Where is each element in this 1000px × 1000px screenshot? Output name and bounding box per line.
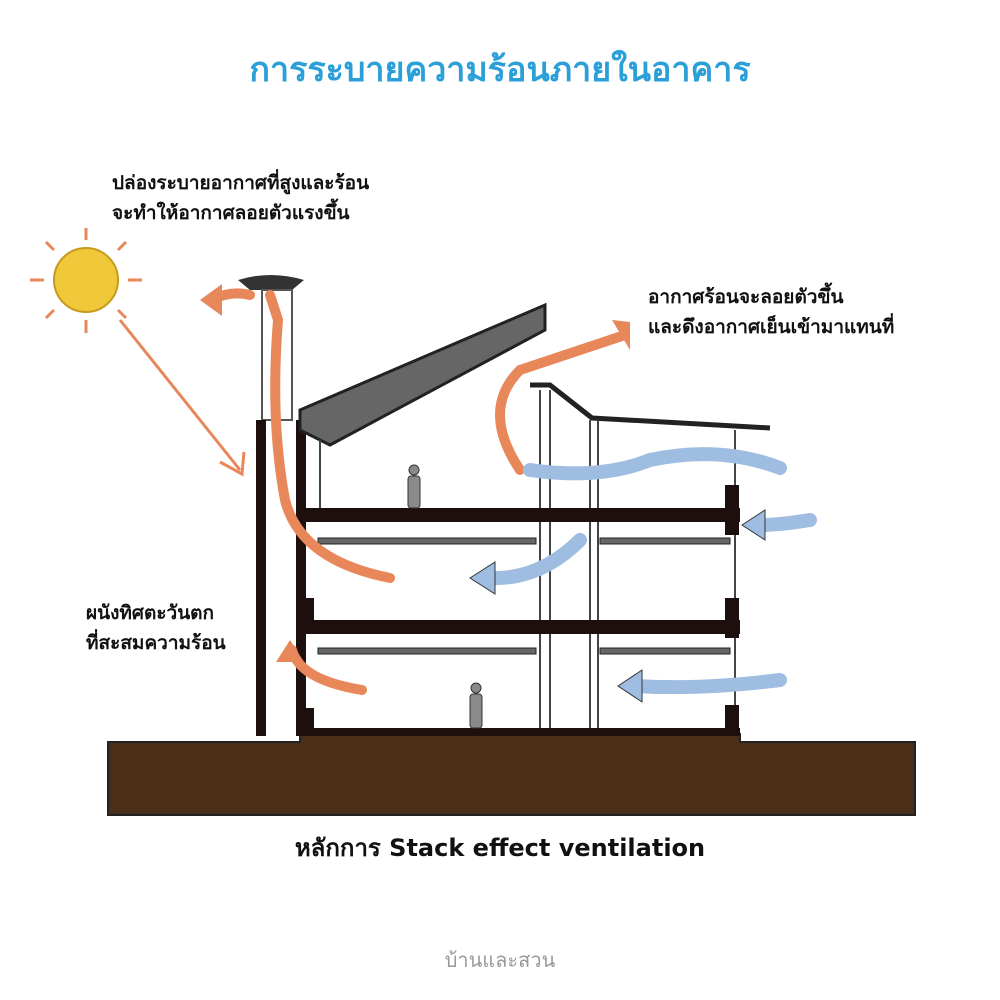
chimney-note-line: จะทำให้อากาศลอยตัวแรงขึ้น xyxy=(112,202,350,224)
ground xyxy=(107,733,916,816)
floor-slabs xyxy=(300,485,740,736)
chimney-note: ปล่องระบายอากาศที่สูงและร้อน จะทำให้อากา… xyxy=(112,168,369,228)
hot-air-note-line: และดึงอากาศเย็นเข้ามาแทนที่ xyxy=(648,316,895,338)
hot-air-note: อากาศร้อนจะลอยตัวขึ้น และดึงอากาศเย็นเข้… xyxy=(648,282,894,342)
chimney-note-line: ปล่องระบายอากาศที่สูงและร้อน xyxy=(112,172,370,194)
person-icon xyxy=(407,464,483,729)
west-wall-note-line: ที่สะสมความร้อน xyxy=(86,632,226,654)
brand-logo: บ้านและสวน xyxy=(444,948,556,972)
west-wall-note-line: ผนังทิศตะวันตก xyxy=(86,602,215,624)
cool-arrow-heads xyxy=(469,509,766,703)
roof-right xyxy=(530,382,771,431)
chimney xyxy=(238,275,306,736)
ceilings xyxy=(317,537,731,655)
hot-arrow-heads xyxy=(200,284,630,662)
roof xyxy=(298,302,547,447)
west-wall-note: ผนังทิศตะวันตก ที่สะสมความร้อน xyxy=(86,598,226,658)
sun-icon xyxy=(30,228,246,477)
page-title: การระบายความร้อนภายในอาคาร xyxy=(249,50,751,90)
caption: หลักการ Stack effect ventilation xyxy=(294,834,706,862)
hot-air-note-line: อากาศร้อนจะลอยตัวขึ้น xyxy=(648,286,844,308)
